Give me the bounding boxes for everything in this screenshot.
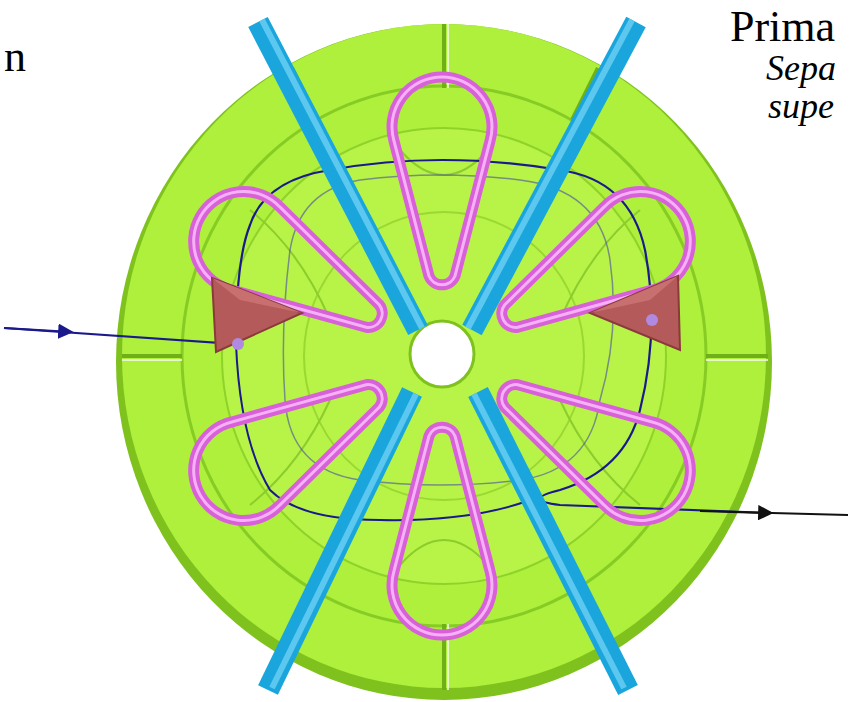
sector-magnet-disc bbox=[116, 24, 772, 700]
caption-text: n bbox=[4, 34, 26, 80]
caption-text: Sepa supe bbox=[756, 50, 846, 126]
rf-cavities bbox=[212, 276, 680, 352]
caption-text: Prima bbox=[730, 4, 835, 50]
superconducting-coils bbox=[175, 77, 708, 635]
vacuum-chambers bbox=[258, 20, 636, 690]
